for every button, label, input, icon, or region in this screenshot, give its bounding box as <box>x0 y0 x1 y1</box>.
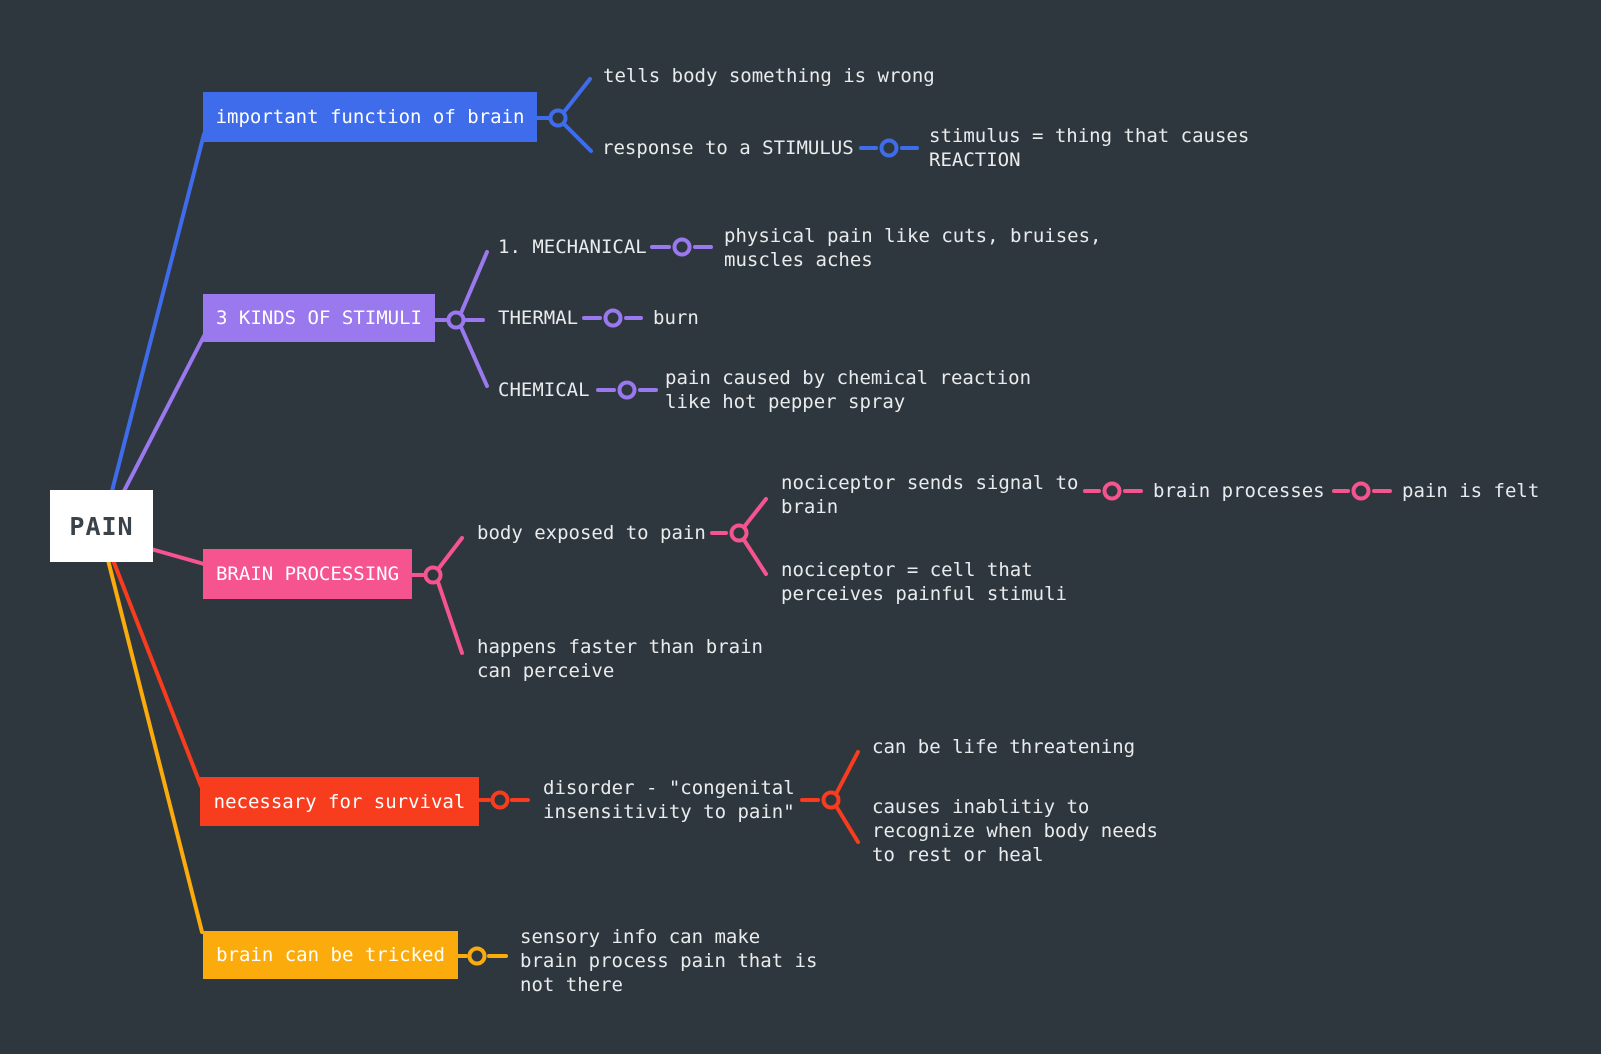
note-tells-body[interactable]: tells body something is wrong <box>603 65 935 87</box>
edge-group-red <box>111 558 860 844</box>
note-response-stimulus[interactable]: response to a STIMULUS <box>602 137 854 159</box>
note-disorder-cip[interactable]: disorder - "congenital insensitivity to … <box>543 777 795 823</box>
note-thermal-definition[interactable]: burn <box>653 307 699 329</box>
note-chemical[interactable]: CHEMICAL <box>498 379 590 401</box>
edge-group-purple <box>122 237 713 493</box>
note-inability-recognize[interactable]: causes inablitiy to recognize when body … <box>872 796 1158 866</box>
node-brain-processing[interactable]: BRAIN PROCESSING <box>203 549 412 599</box>
note-nociceptor-definition[interactable]: nociceptor = cell that perceives painful… <box>781 559 1067 605</box>
note-nociceptor-signal[interactable]: nociceptor sends signal to brain <box>781 472 1079 518</box>
note-mechanical[interactable]: 1. MECHANICAL <box>498 236 647 258</box>
node-brain-can-be-tricked-label: brain can be tricked <box>216 944 445 966</box>
edge-group-blue <box>110 77 919 493</box>
node-3-kinds-of-stimuli[interactable]: 3 KINDS OF STIMULI <box>203 294 435 342</box>
note-body-exposed[interactable]: body exposed to pain <box>477 522 706 544</box>
edge-group-orange <box>106 558 508 966</box>
node-brain-processing-label: BRAIN PROCESSING <box>215 563 400 585</box>
note-brain-processes[interactable]: brain processes <box>1153 480 1325 502</box>
root-node-pain[interactable]: PAIN <box>50 490 153 562</box>
note-sensory-info[interactable]: sensory info can make brain process pain… <box>520 926 818 996</box>
note-chemical-definition[interactable]: pain caused by chemical reaction like ho… <box>665 367 1032 413</box>
node-important-function[interactable]: important function of brain <box>203 92 537 142</box>
node-necessary-for-survival-label: necessary for survival <box>213 790 466 813</box>
node-brain-can-be-tricked[interactable]: brain can be tricked <box>203 931 458 979</box>
note-life-threatening[interactable]: can be life threatening <box>872 736 1136 758</box>
node-important-function-label: important function of brain <box>215 106 525 128</box>
edge-group-pink <box>149 481 1392 655</box>
note-thermal[interactable]: THERMAL <box>498 307 579 329</box>
note-pain-is-felt[interactable]: pain is felt <box>1402 480 1540 502</box>
note-happens-faster[interactable]: happens faster than brain can perceive <box>477 636 763 682</box>
note-stimulus-definition[interactable]: stimulus = thing that causes REACTION <box>929 125 1250 171</box>
note-mechanical-definition[interactable]: physical pain like cuts, bruises, muscle… <box>724 225 1102 271</box>
root-node-label: PAIN <box>69 511 134 541</box>
node-3-kinds-of-stimuli-label: 3 KINDS OF STIMULI <box>216 307 422 329</box>
node-necessary-for-survival[interactable]: necessary for survival <box>200 777 479 826</box>
